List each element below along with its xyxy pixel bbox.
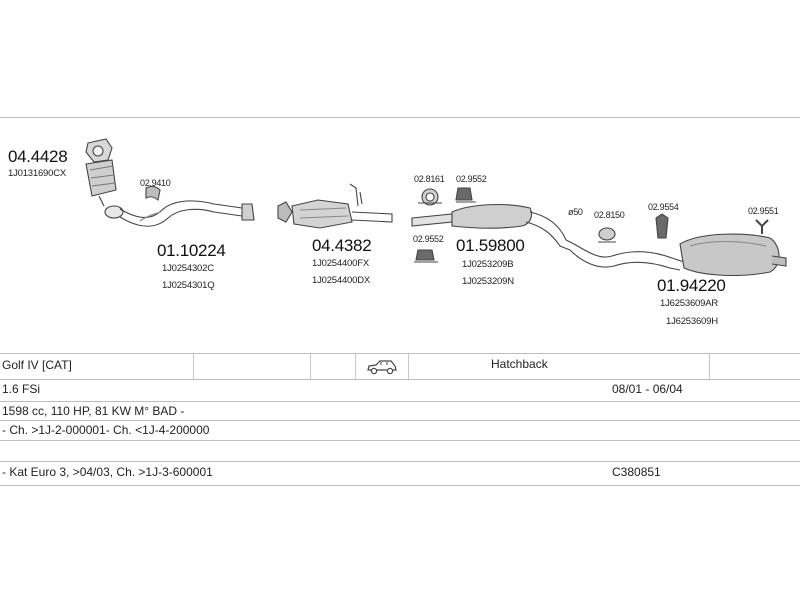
part-number-label: 02.9554: [648, 202, 679, 212]
hanger-drawing-02-9551: [755, 219, 769, 234]
part-reference-label: 1J0254400DX: [312, 275, 371, 286]
hanger-drawing-02-8150: [598, 227, 616, 243]
table-border: [0, 461, 800, 462]
hanger-drawing-02-9554: [655, 213, 669, 239]
catalytic-converter-drawing: [85, 138, 117, 207]
car-side-icon: [366, 359, 398, 380]
vehicle-note: - Kat Euro 3, >04/03, Ch. >1J-3-600001: [2, 465, 213, 479]
pipe-diameter-label: ø50: [568, 207, 583, 217]
table-divider: [709, 353, 710, 379]
part-reference-label: 1J0254400FX: [312, 258, 369, 269]
center-cat-drawing: [277, 183, 393, 229]
table-divider: [408, 353, 409, 379]
table-divider: [355, 353, 356, 379]
part-number-label: 04.4428: [8, 147, 68, 166]
exhaust-diagram: [85, 138, 787, 277]
vehicle-chassis-range: - Ch. >1J-2-000001- Ch. <1J-4-200000: [2, 423, 210, 437]
part-number-label: 02.9552: [413, 234, 444, 244]
table-border: [0, 353, 800, 354]
front-pipe-drawing: [104, 200, 255, 227]
hanger-drawing-02-9552-bottom: [414, 249, 438, 263]
vehicle-engine: 1.6 FSi: [2, 382, 41, 396]
vehicle-model: Golf IV [CAT]: [2, 358, 72, 372]
table-border: [0, 379, 800, 380]
hanger-drawing-02-9552-top: [455, 187, 476, 203]
part-reference-label: 1J0254302C: [162, 263, 214, 274]
part-reference-label: 1J0253209B: [462, 259, 514, 270]
intermediate-pipe-drawing: [569, 243, 685, 271]
rear-silencer-drawing: [679, 233, 787, 277]
part-number-label: 02.9552: [456, 174, 487, 184]
part-reference-label: 1J6253609H: [666, 316, 718, 327]
part-reference-label: 1J6253609AR: [660, 298, 719, 309]
table-border: [0, 401, 800, 402]
part-number-label: 02.8161: [414, 174, 445, 184]
diagram-top-border: [0, 117, 800, 118]
middle-silencer-drawing: [411, 204, 575, 251]
table-divider: [193, 353, 194, 379]
vehicle-code: C380851: [612, 465, 661, 479]
part-reference-label: 1J0254301Q: [162, 280, 215, 291]
table-border: [0, 420, 800, 421]
part-number-label: 01.59800: [456, 236, 525, 255]
table-border: [0, 440, 800, 441]
clamp-drawing: [145, 185, 161, 202]
part-reference-label: 1J0131690CX: [8, 168, 67, 179]
table-border: [0, 485, 800, 486]
part-reference-label: 1J0253209N: [462, 276, 514, 287]
part-number-label: 01.10224: [157, 241, 226, 260]
part-number-label: 04.4382: [312, 236, 372, 255]
hanger-drawing-02-8161: [418, 188, 442, 206]
part-number-label: 02.9551: [748, 206, 779, 216]
part-number-label: 02.9410: [140, 178, 171, 188]
part-number-label: 01.94220: [657, 276, 726, 295]
vehicle-spec: 1598 cc, 110 HP, 81 KW M° BAD -: [2, 404, 185, 418]
vehicle-period: 08/01 - 06/04: [612, 382, 683, 396]
part-number-label: 02.8150: [594, 210, 625, 220]
table-divider: [310, 353, 311, 379]
vehicle-body-type: Hatchback: [491, 357, 548, 371]
